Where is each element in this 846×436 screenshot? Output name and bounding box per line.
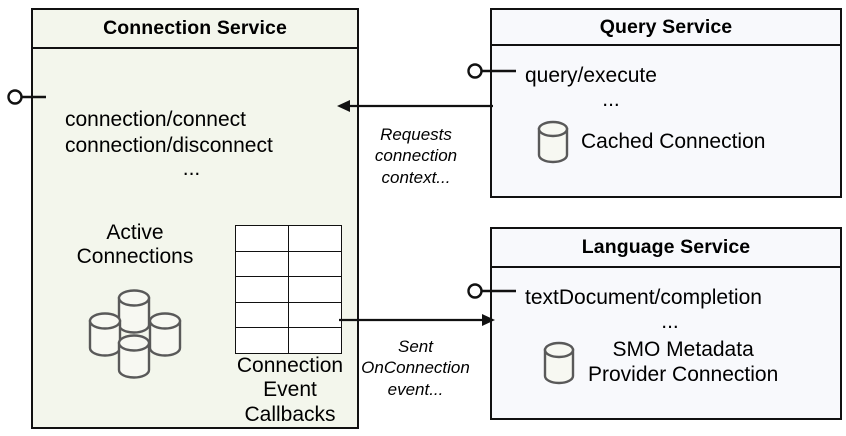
query-service-operations: query/execute ... bbox=[525, 63, 697, 110]
operation-connection-disconnect[interactable]: connection/disconnect bbox=[65, 133, 273, 157]
language-service-provided-interface-icon[interactable] bbox=[466, 280, 516, 302]
table-row bbox=[235, 225, 342, 252]
connector-label-requests-connection-context: Requests connection context... bbox=[361, 124, 471, 188]
language-service-operations-ellipsis: ... bbox=[661, 309, 679, 333]
requests-label-line-3: context... bbox=[381, 167, 451, 187]
sent-label-line-1: Sent bbox=[398, 337, 433, 356]
operation-textdocument-completion[interactable]: textDocument/completion bbox=[525, 286, 762, 309]
language-service-operations: textDocument/completion ... bbox=[525, 285, 815, 332]
table-cell bbox=[235, 276, 289, 303]
table-cell bbox=[288, 301, 342, 329]
database-icon bbox=[537, 120, 569, 164]
connection-service-operations-ellipsis: ... bbox=[182, 157, 201, 181]
connector-sent-onconnection-event[interactable] bbox=[337, 309, 497, 331]
connection-service-body: connection/connect connection/disconnect… bbox=[33, 49, 357, 427]
table-cell bbox=[288, 276, 342, 303]
sent-label-line-3: event... bbox=[387, 379, 444, 399]
connection-event-callbacks-table bbox=[235, 225, 342, 354]
cached-connection-label: Cached Connection bbox=[581, 130, 766, 153]
database-stack-icon-svg bbox=[88, 289, 182, 379]
cylinder-left bbox=[88, 312, 122, 357]
table-cell bbox=[288, 250, 342, 278]
query-service-body: query/execute ... Cached Connection bbox=[492, 46, 840, 196]
table-cell bbox=[235, 225, 289, 252]
table-row bbox=[235, 250, 342, 278]
cylinder-right bbox=[148, 312, 182, 357]
connection-event-callbacks-label: Connection Event Callbacks bbox=[205, 354, 375, 427]
active-connections-label-line-2: Connections bbox=[76, 245, 194, 269]
connector-label-sent-onconnection-event: Sent OnConnection event... bbox=[348, 336, 483, 400]
component-query-service[interactable]: Query Service query/execute ... Cached C… bbox=[490, 8, 842, 198]
smo-label-line-2: Provider Connection bbox=[588, 362, 779, 386]
table-cell bbox=[235, 250, 289, 278]
table-row bbox=[235, 301, 342, 329]
active-connections-label-line-1: Active bbox=[106, 221, 164, 244]
callbacks-label-line-2: Event bbox=[263, 378, 317, 402]
smo-metadata-provider-label: SMO Metadata Provider Connection bbox=[588, 338, 778, 387]
requests-label-line-1: Requests bbox=[380, 125, 452, 144]
callbacks-label-line-3: Callbacks bbox=[244, 402, 336, 426]
database-stack-icon bbox=[86, 285, 196, 385]
callbacks-label-line-1: Connection bbox=[236, 354, 344, 377]
table-row bbox=[235, 276, 342, 303]
connection-service-title: Connection Service bbox=[33, 10, 357, 49]
callbacks-table-grid bbox=[235, 225, 342, 354]
table-cell bbox=[235, 327, 289, 354]
query-service-title: Query Service bbox=[492, 10, 840, 46]
component-language-service[interactable]: Language Service textDocument/completion… bbox=[490, 227, 842, 420]
requests-label-line-2: connection bbox=[374, 146, 458, 166]
operation-connection-connect[interactable]: connection/connect bbox=[65, 108, 246, 131]
sent-label-line-2: OnConnection bbox=[361, 358, 470, 378]
query-service-operations-ellipsis: ... bbox=[602, 87, 620, 111]
language-service-body: textDocument/completion ... SMO Metadata… bbox=[492, 268, 840, 418]
connection-service-operations: connection/connect connection/disconnect… bbox=[65, 107, 318, 179]
cylinder-bottom bbox=[117, 334, 151, 379]
connector-requests-connection-context[interactable] bbox=[335, 95, 495, 117]
table-row bbox=[235, 327, 342, 354]
table-cell bbox=[288, 225, 342, 252]
cached-connection-resource: Cached Connection bbox=[536, 119, 765, 165]
smo-label-line-1: SMO Metadata bbox=[612, 338, 754, 361]
operation-query-execute[interactable]: query/execute bbox=[525, 64, 657, 87]
query-service-provided-interface-icon[interactable] bbox=[466, 60, 516, 82]
table-cell bbox=[288, 327, 342, 354]
table-cell bbox=[235, 301, 289, 329]
connection-service-provided-interface-icon[interactable] bbox=[6, 86, 46, 108]
smo-metadata-provider-resource: SMO Metadata Provider Connection bbox=[542, 338, 778, 387]
database-icon bbox=[543, 341, 575, 384]
cylinder-top bbox=[117, 289, 151, 334]
active-connections-label: Active Connections bbox=[47, 221, 223, 270]
component-connection-service[interactable]: Connection Service connection/connect co… bbox=[31, 8, 359, 429]
language-service-title: Language Service bbox=[492, 229, 840, 268]
